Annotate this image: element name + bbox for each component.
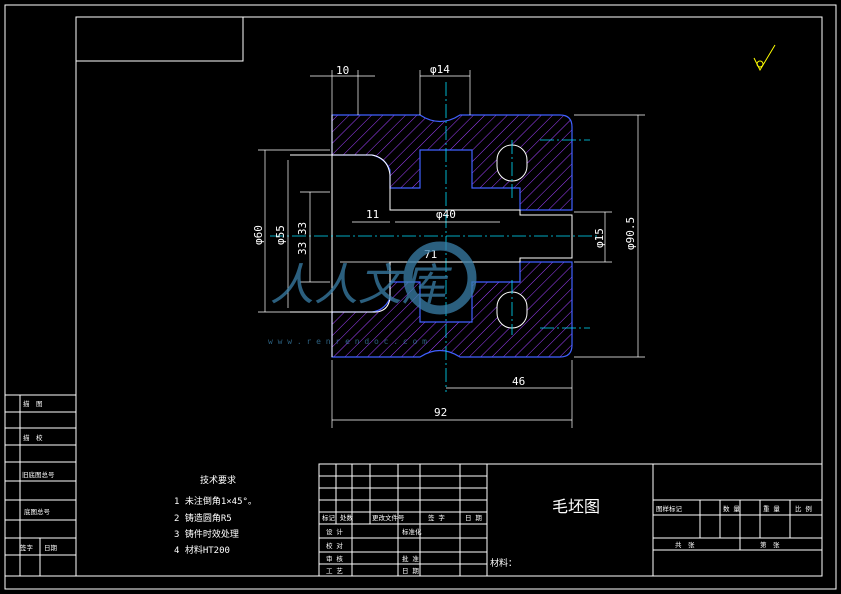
tech-item: 2 铸造圆角R5 xyxy=(174,512,232,524)
right-header-cell: 数 量 xyxy=(723,504,740,513)
stamp-row: 描 图 xyxy=(23,399,43,408)
header-cell: 日 期 xyxy=(465,514,482,522)
stamp-row: 签字 xyxy=(20,543,34,552)
dim-top-width: 10 xyxy=(336,64,349,77)
header-cell: 签 字 xyxy=(428,513,445,522)
header-cell: 处数 xyxy=(340,513,354,522)
dim-left-mid: φ55 xyxy=(274,225,287,245)
watermark-url: w w w . r e n r e n d o c . c o m xyxy=(268,337,427,346)
center-lines xyxy=(270,82,600,392)
header-cell: 更改文件号 xyxy=(372,513,405,522)
stamp-row: 日期 xyxy=(44,544,58,552)
side-stamp-table: 描 图 描 校 旧底图总号 底图总号 签字 日期 xyxy=(4,394,77,577)
row-label: 校 对 xyxy=(326,541,343,550)
dim-left-outer: φ60 xyxy=(252,225,265,245)
tech-item: 3 铸件时效处理 xyxy=(174,528,239,540)
dim-hole-depth: 11 xyxy=(366,208,379,221)
stamp-row: 旧底图总号 xyxy=(22,470,55,479)
row-label: 审 核 xyxy=(326,554,343,563)
tech-item: 4 材料HT200 xyxy=(174,544,230,556)
row-mid: 标准化 xyxy=(402,527,422,536)
tech-heading: 技术要求 xyxy=(200,474,236,486)
dim-left-inner: 33 33 xyxy=(296,222,309,255)
surface-roughness-symbol xyxy=(753,44,776,72)
right-header-cell: 比 例 xyxy=(795,504,812,513)
dim-bottom-46: 46 xyxy=(512,375,525,388)
watermark-text: 人人文库 xyxy=(270,260,453,311)
right-header-cell: 图样标记 xyxy=(656,504,683,513)
material-label: 材料： xyxy=(490,557,517,569)
stamp-row: 底图总号 xyxy=(24,507,51,516)
stamp-row: 描 校 xyxy=(23,433,43,442)
tech-requirements: 技术要求 1 未注倒角1×45°。 2 铸造圆角R5 3 铸件时效处理 4 材料… xyxy=(174,474,257,556)
row-mid: 批 准 xyxy=(402,554,419,563)
right-header-cell: 重 量 xyxy=(763,505,780,513)
tech-item: 1 未注倒角1×45°。 xyxy=(174,495,257,507)
header-cell: 标记 xyxy=(322,513,336,522)
dim-bore-dia: φ40 xyxy=(436,208,456,221)
dim-bottom-92: 92 xyxy=(434,406,447,419)
row-mid: 日 期 xyxy=(402,567,419,575)
dimension-texts: 10 φ14 φ60 φ55 33 33 11 φ40 71 φ15 φ90.5… xyxy=(252,63,637,419)
sheet-info: 共 张 xyxy=(675,540,695,549)
sheet-info: 第 张 xyxy=(760,540,780,549)
dim-right-small: φ15 xyxy=(593,228,606,248)
title-block: 毛坯图 材料： 标记 处数 更改文件号 签 字 日 期 设 计 校 对 审 核 … xyxy=(318,463,823,577)
row-label: 工 艺 xyxy=(326,567,343,575)
watermark: 人人文库 w w w . r e n r e n d o c . c o m xyxy=(268,241,477,346)
dim-right-large: φ90.5 xyxy=(624,217,637,250)
part-title: 毛坯图 xyxy=(552,497,600,516)
dim-top-dia: φ14 xyxy=(430,63,450,76)
dimension-lines xyxy=(258,70,645,428)
row-label: 设 计 xyxy=(326,527,343,536)
